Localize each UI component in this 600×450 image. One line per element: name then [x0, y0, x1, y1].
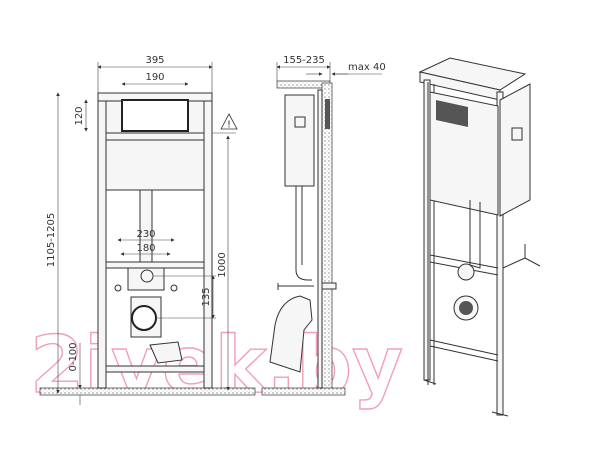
dim-wall-max: max 40: [348, 62, 386, 73]
dim-floor-adjust: 0-100: [68, 342, 79, 371]
flush-plate: [121, 99, 189, 132]
dim-inlet-outlet: 135: [201, 287, 212, 306]
floor-hatch: [39, 387, 256, 396]
dim-plate-height: 120: [74, 106, 85, 125]
watermark: 2ivek.by: [30, 321, 403, 411]
side-outlet-elbow: [269, 295, 313, 373]
outlet-pipe: [131, 305, 157, 331]
wall-strip: [325, 99, 330, 129]
side-view: 155-235 max 40: [261, 55, 386, 396]
dim-plate-width: 190: [145, 72, 164, 83]
isometric-view: [418, 57, 541, 417]
warning-triangle-icon: !: [220, 113, 238, 131]
fixing-bolt-left: [114, 284, 122, 292]
fixing-bolt-right: [170, 284, 178, 292]
side-cistern: [284, 94, 315, 187]
dim-depth: 155-235: [283, 55, 325, 66]
cistern: [105, 139, 205, 191]
dim-frame-height: 1105-1205: [46, 213, 57, 268]
svg-text:!: !: [227, 120, 231, 131]
front-view: 395 190 120 1105-1205 230 180 135 1000 !…: [39, 55, 256, 405]
dim-fixing-outer: 230: [136, 229, 155, 240]
iso-cistern: [429, 91, 499, 216]
dim-mounting-height: 1000: [217, 252, 228, 277]
wall: [321, 82, 333, 394]
dim-fixing-inner: 180: [136, 243, 155, 254]
dim-total-width: 395: [145, 55, 164, 66]
frame-right-post: [203, 92, 213, 389]
frame-left-post: [97, 92, 107, 389]
inlet-pipe: [140, 269, 154, 283]
side-floor: [261, 387, 346, 396]
iso-flush-plate: [436, 100, 468, 127]
